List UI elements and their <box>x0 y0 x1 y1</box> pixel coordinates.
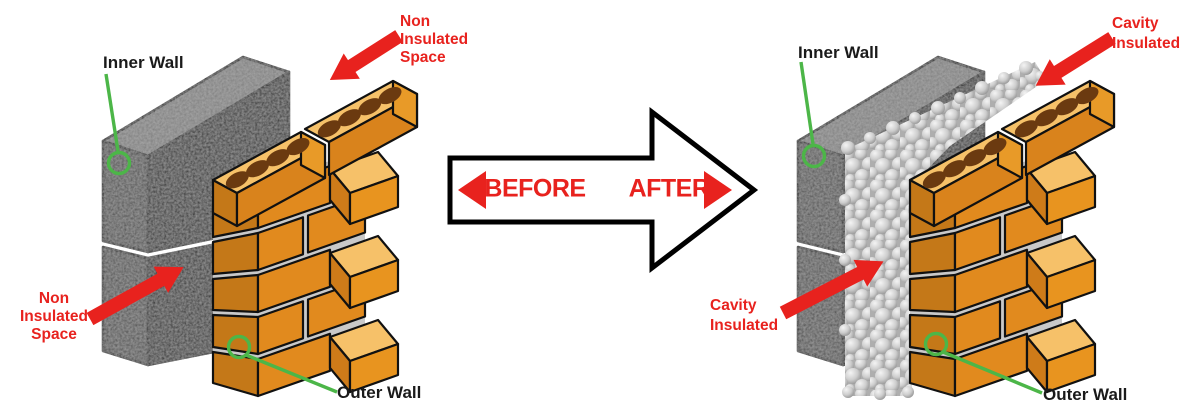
outer-wall-label-left: Outer Wall <box>337 383 422 402</box>
cavity-insulated-bottom-arrow-icon <box>779 259 884 320</box>
cavity-insulated-callout-bottom: Cavity Insulated <box>710 297 779 334</box>
after-label: AFTER <box>628 174 710 203</box>
before-after-arrow <box>447 106 759 274</box>
non-insulated-top-arrow-icon <box>329 30 403 81</box>
insulation-beads <box>839 61 1046 400</box>
inner-wall-marker-right <box>801 143 827 169</box>
outer-wall-marker-right <box>923 331 949 357</box>
outer-wall-marker-left <box>226 334 252 360</box>
cavity-insulated-top-arrow-icon <box>1035 32 1116 86</box>
non-insulated-space-callout-top: Non Insulated Space <box>400 13 469 66</box>
cavity-insulated-callout-top: Cavity Insulated <box>1112 15 1181 52</box>
inner-wall-label-left: Inner Wall <box>103 53 184 72</box>
outer-wall-label-right: Outer Wall <box>1043 385 1128 404</box>
outer-wall-pointer-line-right <box>942 350 1043 395</box>
inner-wall-marker-left <box>106 150 132 176</box>
after-triangle-icon <box>704 171 732 209</box>
before-label: BEFORE <box>484 174 586 203</box>
before-triangle-icon <box>458 171 486 209</box>
non-insulated-space-callout-bottom: Non Insulated Space <box>19 290 89 343</box>
outer-wall-pointer-line-left <box>245 353 338 394</box>
inner-wall-label-right: Inner Wall <box>798 43 879 62</box>
non-insulated-bottom-arrow-icon <box>86 266 184 326</box>
inner-wall-pointer-line-right <box>799 61 815 145</box>
inner-wall-pointer-line-left <box>104 73 120 152</box>
